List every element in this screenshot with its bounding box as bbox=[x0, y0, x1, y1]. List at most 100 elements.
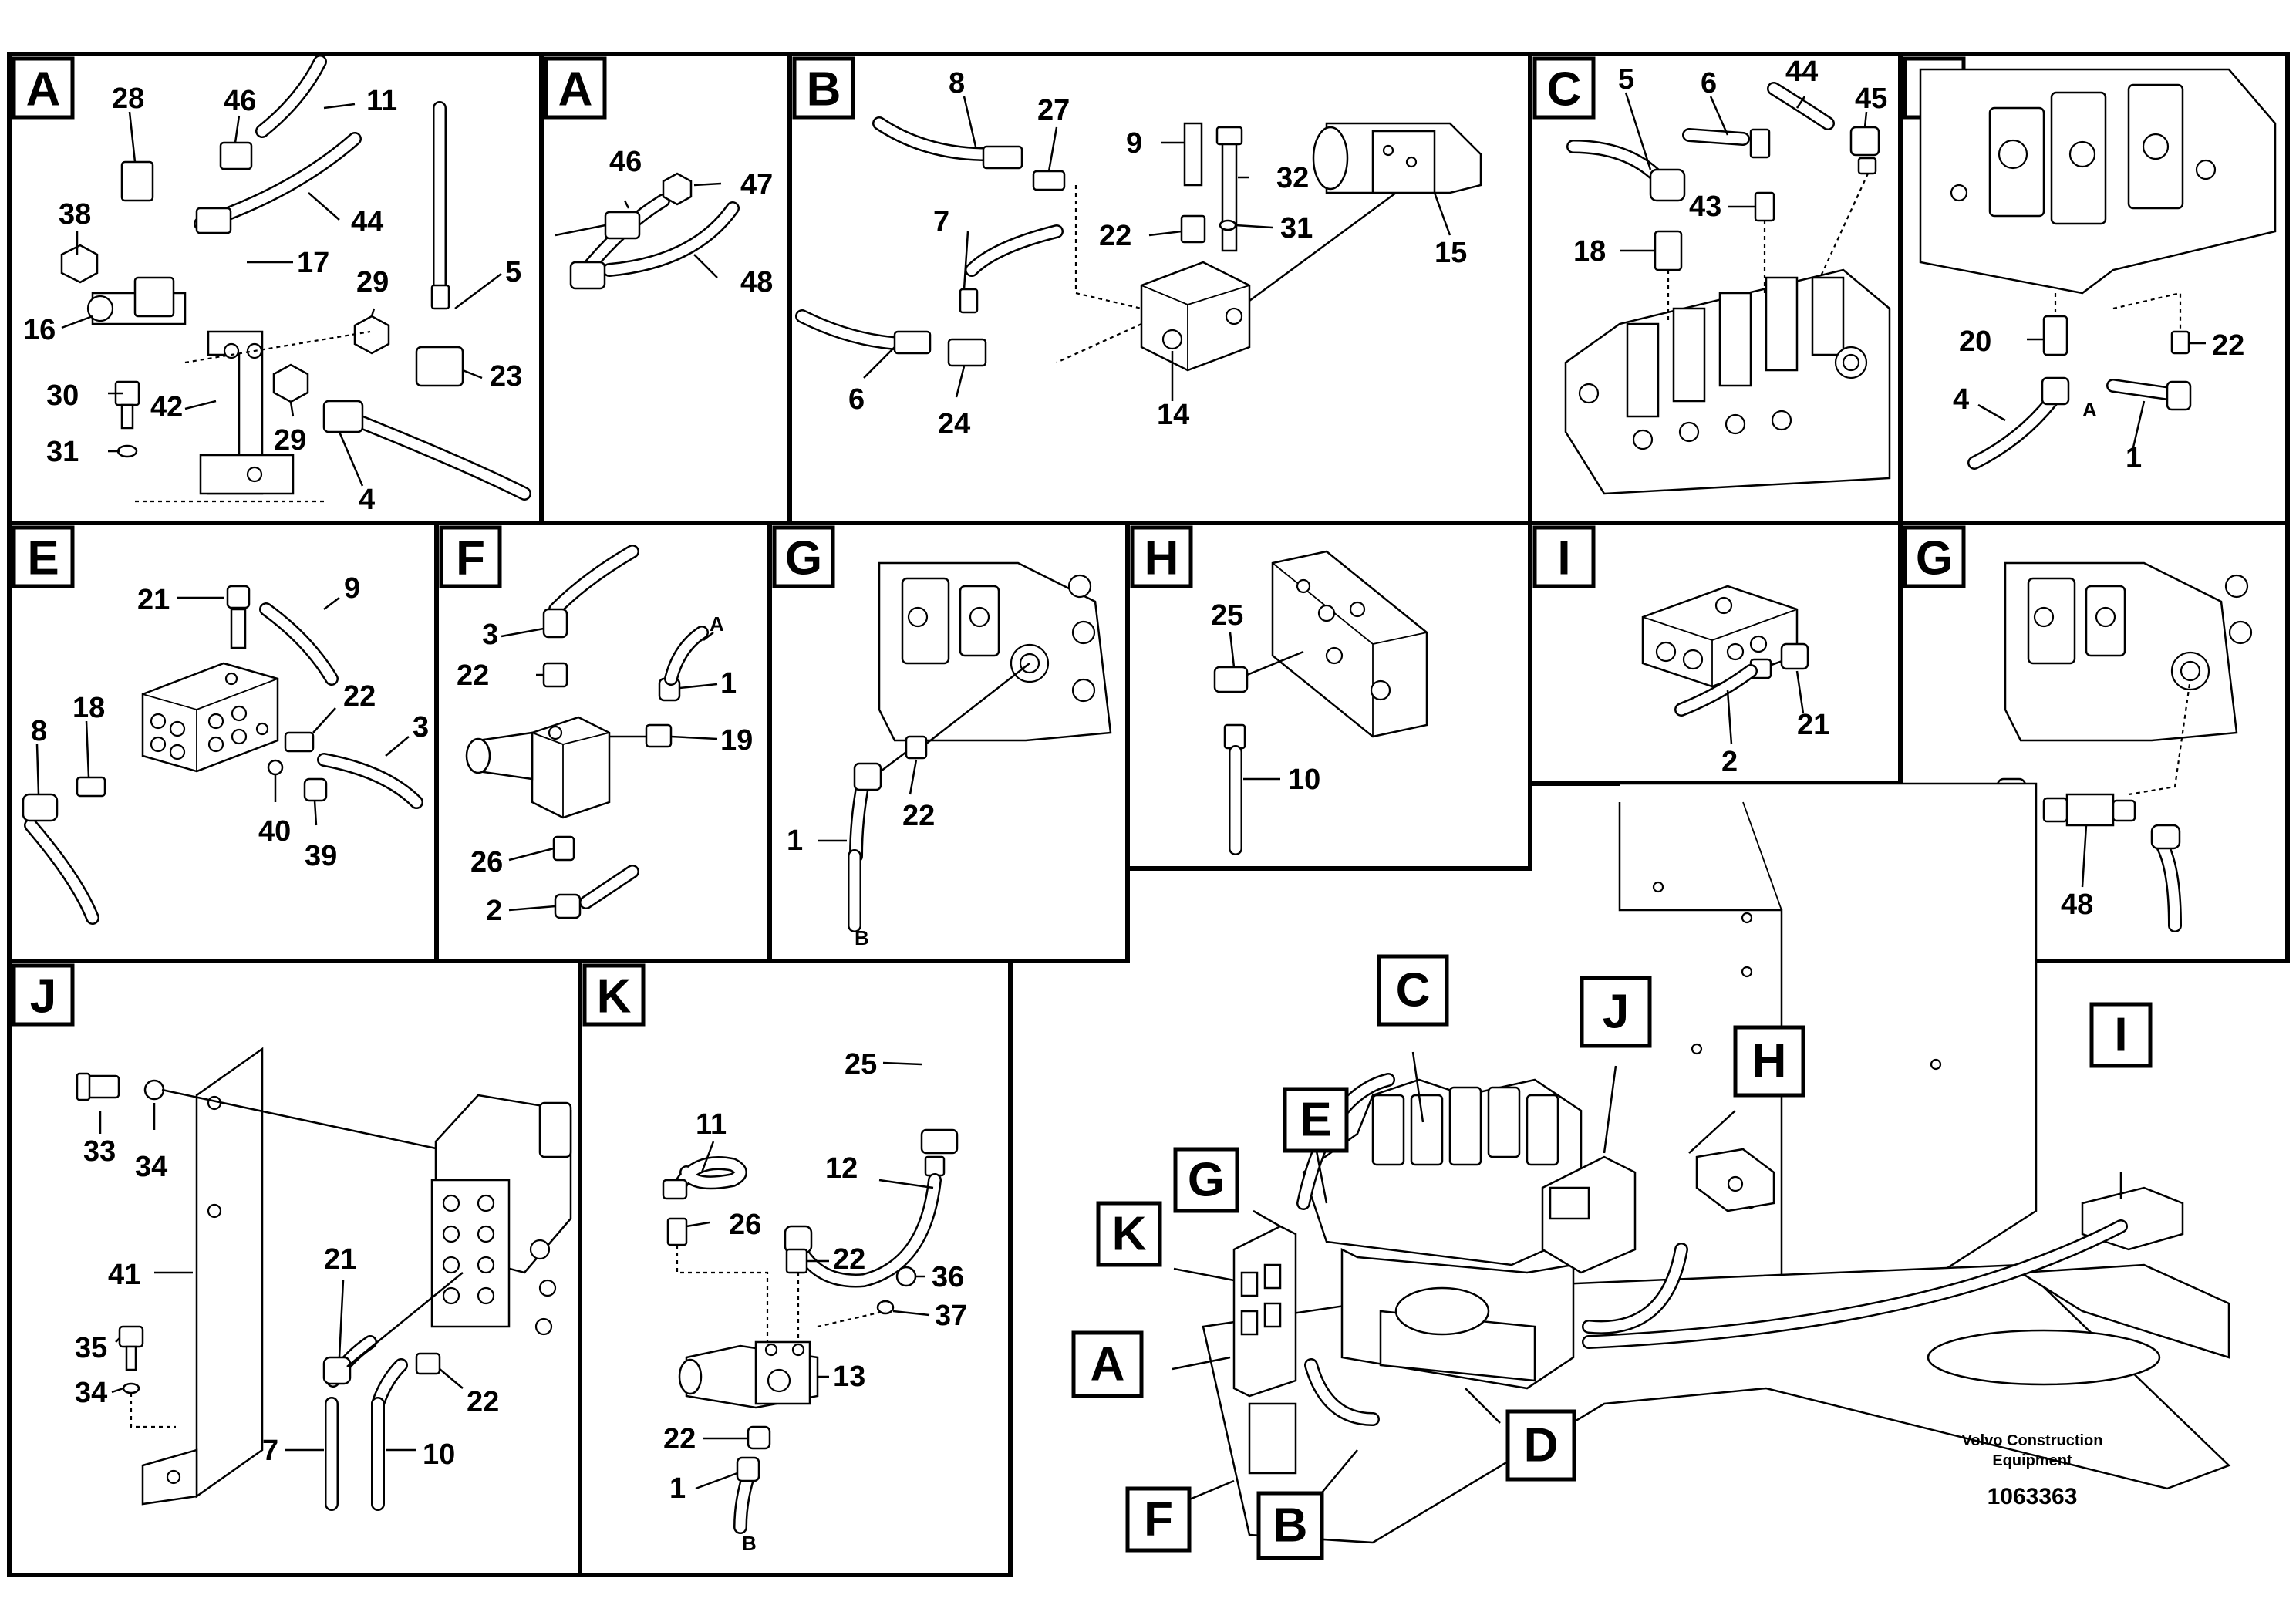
callout-f-22: 22 bbox=[457, 659, 489, 692]
panel-c-callouts: 5 6 44 45 43 18 bbox=[1573, 56, 1887, 268]
tag-h: H bbox=[1145, 532, 1179, 585]
callout-e-39: 39 bbox=[305, 840, 337, 872]
callout-f-3: 3 bbox=[482, 619, 498, 651]
company-name-line2: Equipment bbox=[1992, 1452, 2072, 1469]
callout-k-11: 11 bbox=[696, 1108, 727, 1141]
callout-e-8: 8 bbox=[31, 715, 47, 747]
panel-h-callouts: 25 10 bbox=[1211, 599, 1320, 796]
callout-42: 42 bbox=[150, 391, 183, 423]
overview-tag-i: I bbox=[2114, 1009, 2127, 1062]
callout-a2-48: 48 bbox=[740, 266, 773, 298]
panel-a1-callouts: 28 46 11 38 44 17 16 5 29 23 30 42 29 31… bbox=[23, 83, 522, 516]
overview-tag-f: F bbox=[1144, 1493, 1173, 1546]
callout-i-21: 21 bbox=[1797, 709, 1829, 741]
callout-c-43: 43 bbox=[1689, 191, 1721, 223]
callout-h-25: 25 bbox=[1211, 599, 1243, 632]
panel-i-drawing bbox=[1641, 585, 1809, 745]
callout-b-15: 15 bbox=[1435, 237, 1467, 269]
callout-j-41: 41 bbox=[108, 1259, 140, 1291]
callout-28: 28 bbox=[112, 83, 144, 115]
tag-i: I bbox=[1557, 532, 1570, 585]
panel-frames bbox=[7, 52, 2290, 1577]
callout-b-9: 9 bbox=[1126, 127, 1142, 160]
callout-38: 38 bbox=[59, 198, 91, 231]
callout-e-3: 3 bbox=[413, 711, 429, 744]
callout-f-2: 2 bbox=[486, 895, 502, 927]
callout-d-1: 1 bbox=[2126, 442, 2142, 474]
callout-j-21: 21 bbox=[324, 1243, 356, 1276]
callout-16: 16 bbox=[23, 314, 56, 346]
callout-g1-b: B bbox=[855, 926, 869, 949]
tag-k: K bbox=[597, 970, 632, 1023]
tag-a1: A bbox=[26, 63, 61, 116]
callout-i-2: 2 bbox=[1721, 746, 1738, 778]
callout-a2-47: 47 bbox=[740, 169, 773, 201]
callout-j-35: 35 bbox=[75, 1332, 107, 1364]
callout-b-22: 22 bbox=[1099, 220, 1131, 252]
callout-c-18: 18 bbox=[1573, 235, 1606, 268]
callout-k-22: 22 bbox=[833, 1243, 865, 1276]
overview-tag-a: A bbox=[1091, 1338, 1125, 1391]
callout-e-9: 9 bbox=[344, 572, 360, 605]
callout-b-7: 7 bbox=[933, 206, 949, 238]
callout-k-12: 12 bbox=[825, 1152, 858, 1185]
tag-g2: G bbox=[1916, 532, 1953, 585]
callout-29b: 29 bbox=[274, 424, 306, 457]
callout-j-7: 7 bbox=[262, 1435, 278, 1467]
callout-d-4: 4 bbox=[1953, 383, 1969, 416]
callout-e-22: 22 bbox=[343, 680, 376, 713]
callout-h-10: 10 bbox=[1288, 764, 1320, 796]
callout-j-34: 34 bbox=[135, 1151, 167, 1183]
callout-30: 30 bbox=[46, 379, 79, 412]
callout-k-36: 36 bbox=[932, 1261, 964, 1293]
callout-4: 4 bbox=[359, 484, 375, 516]
panel-f-drawing bbox=[465, 545, 718, 919]
callout-k-b: B bbox=[742, 1532, 757, 1555]
drawing-number: 1063363 bbox=[1988, 1484, 2078, 1509]
overview-tag-j: J bbox=[1603, 986, 1629, 1039]
overview-tag-e: E bbox=[1300, 1094, 1331, 1147]
panel-h-drawing bbox=[1213, 550, 1428, 855]
panel-c-drawing bbox=[1564, 82, 1891, 495]
callout-j-10: 10 bbox=[423, 1438, 455, 1471]
callout-b-8: 8 bbox=[949, 67, 965, 99]
overview-tags: C J E H G I K A D F B bbox=[1071, 954, 2153, 1560]
tag-j: J bbox=[30, 970, 56, 1023]
callout-b-14: 14 bbox=[1157, 399, 1189, 431]
panel-a2-drawing: 46 47 48 bbox=[555, 146, 773, 298]
callout-k-13: 13 bbox=[833, 1361, 865, 1393]
callout-46: 46 bbox=[224, 85, 256, 117]
company-name: Volvo Construction bbox=[1962, 1432, 2103, 1449]
callout-j-22: 22 bbox=[467, 1386, 499, 1418]
callout-f-19: 19 bbox=[720, 724, 753, 757]
tag-b: B bbox=[807, 63, 841, 116]
callout-b-6: 6 bbox=[848, 383, 865, 416]
callout-17: 17 bbox=[297, 247, 329, 279]
overview-tag-b: B bbox=[1273, 1499, 1308, 1553]
callout-5: 5 bbox=[505, 256, 521, 288]
callout-d-a: A bbox=[2082, 398, 2097, 421]
callout-c-6: 6 bbox=[1701, 67, 1717, 99]
callout-k-1: 1 bbox=[669, 1472, 686, 1505]
callout-d-22: 22 bbox=[2212, 329, 2244, 362]
overview-tag-g: G bbox=[1188, 1154, 1225, 1207]
panel-j-drawing bbox=[76, 1047, 572, 1511]
callout-d-20: 20 bbox=[1959, 325, 1991, 358]
callout-j-33: 33 bbox=[83, 1135, 116, 1168]
callout-c-45: 45 bbox=[1855, 83, 1887, 115]
overview-tag-c: C bbox=[1396, 964, 1431, 1017]
panel-k-callouts: 11 25 26 12 22 36 37 13 22 1 B bbox=[663, 1048, 967, 1555]
panel-a1-drawing bbox=[60, 55, 531, 503]
callout-e-18: 18 bbox=[72, 692, 105, 724]
panel-g1-callouts: 22 1 B bbox=[787, 800, 935, 949]
panel-i-callouts: 21 2 bbox=[1721, 709, 1829, 778]
callout-f-1: 1 bbox=[720, 667, 737, 700]
callout-k-22b: 22 bbox=[663, 1423, 696, 1455]
panel-e-callouts: 21 9 8 18 22 3 40 39 bbox=[31, 572, 429, 872]
callout-b-27: 27 bbox=[1037, 94, 1070, 126]
callout-11: 11 bbox=[366, 85, 397, 117]
callout-g2-48: 48 bbox=[2061, 889, 2093, 921]
panel-d-callouts: 20 22 4 A 1 bbox=[1953, 325, 2244, 474]
callout-f-26: 26 bbox=[470, 846, 503, 878]
